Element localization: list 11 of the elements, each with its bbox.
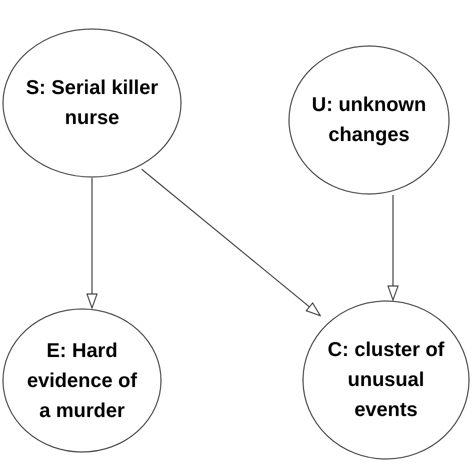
arrow (388, 194, 398, 300)
ellipse-node (302, 300, 470, 460)
ellipse-node (2, 308, 162, 453)
arrow (141, 168, 321, 316)
ellipse-node (288, 45, 450, 195)
node-label: S: Serial killer nurse (24, 76, 160, 131)
ellipse-node (2, 28, 182, 178)
node-label: C: cluster of unusual events (326, 338, 446, 423)
arrow (86, 178, 98, 308)
node-label: E: Hard evidence of a murder (26, 338, 138, 424)
node-label: U: unknown changes (310, 93, 428, 148)
